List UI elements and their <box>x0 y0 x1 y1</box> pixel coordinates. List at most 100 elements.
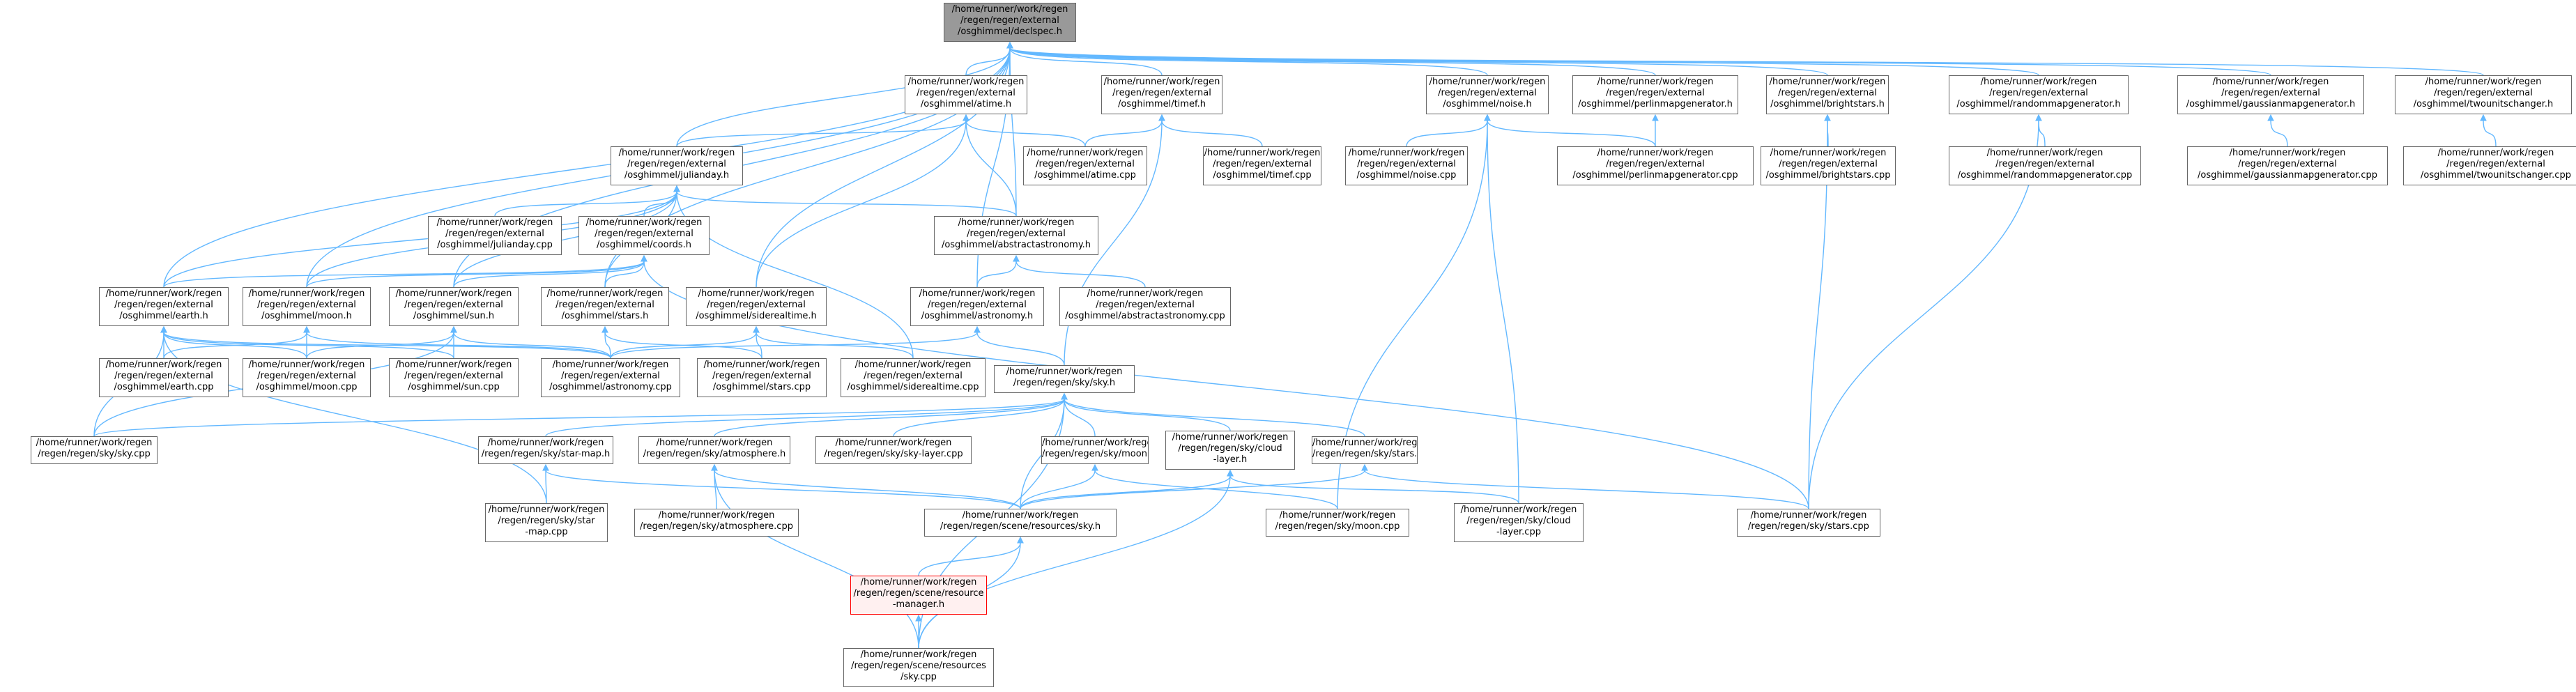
node-resources-sky-cpp[interactable]: /home/runner/work/regen /regen/regen/sce… <box>843 648 994 687</box>
edge-julianday-h-to-declspec <box>676 47 1011 147</box>
node-cloud-cpp[interactable]: /home/runner/work/regen /regen/regen/sky… <box>1454 503 1584 542</box>
node-gaussian-h[interactable]: /home/runner/work/regen /regen/regen/ext… <box>2177 75 2364 114</box>
node-sidereal-cpp[interactable]: /home/runner/work/regen /regen/regen/ext… <box>841 358 986 397</box>
node-skymoon-cpp[interactable]: /home/runner/work/regen /regen/regen/sky… <box>1266 509 1409 537</box>
edge-resmanager-h-to-resources-sky-h <box>918 542 1021 576</box>
node-starmap-cpp[interactable]: /home/runner/work/regen /regen/regen/sky… <box>485 503 608 542</box>
node-cloud-h[interactable]: /home/runner/work/regen /regen/regen/sky… <box>1165 431 1295 470</box>
node-timef-cpp[interactable]: /home/runner/work/regen /regen/regen/ext… <box>1203 146 1321 185</box>
edge-atmosphere-h-to-sky-h <box>714 399 1065 437</box>
node-sun-h[interactable]: /home/runner/work/regen /regen/regen/ext… <box>389 287 519 326</box>
edge-resources-sky-cpp-to-atmosphere-h <box>714 470 919 649</box>
edge-resources-sky-h-to-atmosphere-h <box>714 470 1021 509</box>
edge-arrowhead <box>601 325 608 333</box>
node-brightstars-h[interactable]: /home/runner/work/regen /regen/regen/ext… <box>1766 75 1889 114</box>
node-random-cpp[interactable]: /home/runner/work/regen /regen/regen/ext… <box>1949 146 2141 185</box>
node-resources-sky-h[interactable]: /home/runner/work/regen /regen/regen/sce… <box>924 509 1117 537</box>
edge-astronomy-cpp-to-sidereal-h <box>610 332 757 359</box>
edge-arrowhead <box>1061 392 1068 400</box>
edge-moon-h-to-coords-h <box>306 261 645 288</box>
edge-resources-sky-h-to-starmap-h <box>545 470 1021 509</box>
edge-perlin-cpp-to-noise-h <box>1487 120 1656 147</box>
edge-timef-h-to-declspec <box>1009 47 1163 76</box>
node-atmosphere-cpp[interactable]: /home/runner/work/regen /regen/regen/sky… <box>634 509 799 537</box>
node-twounit-h[interactable]: /home/runner/work/regen /regen/regen/ext… <box>2395 75 2572 114</box>
edge-stars-h-to-coords-h <box>604 261 645 288</box>
node-sun-cpp[interactable]: /home/runner/work/regen /regen/regen/ext… <box>389 358 519 397</box>
edge-resources-sky-h-to-skystars-h <box>1020 470 1365 509</box>
node-noise-cpp[interactable]: /home/runner/work/regen /regen/regen/ext… <box>1345 146 1468 185</box>
edge-arrowhead <box>1652 114 1659 121</box>
node-declspec[interactable]: /home/runner/work/regen /regen/regen/ext… <box>944 3 1076 42</box>
edge-arrowhead <box>963 114 969 121</box>
edge-sun-h-to-coords-h <box>453 261 645 288</box>
node-moon-h[interactable]: /home/runner/work/regen /regen/regen/ext… <box>243 287 371 326</box>
node-twounit-cpp[interactable]: /home/runner/work/regen /regen/regen/ext… <box>2403 146 2576 185</box>
edge-noise-cpp-to-noise-h <box>1406 120 1488 147</box>
edge-arrowhead <box>974 325 981 333</box>
edge-skystars-cpp-to-skystars-h <box>1364 470 1809 509</box>
edge-atime-h-to-declspec <box>965 47 1011 76</box>
edge-sun-h-to-julianday-h <box>453 191 677 288</box>
edge-arrowhead <box>1017 536 1024 544</box>
edge-starmap-h-to-sky-h <box>545 399 1065 437</box>
node-starmap-h[interactable]: /home/runner/work/regen /regen/regen/sky… <box>478 436 613 464</box>
edge-arrowhead <box>1013 254 1020 262</box>
edge-sun-cpp-to-earth-h <box>163 332 454 359</box>
node-julianday-h[interactable]: /home/runner/work/regen /regen/regen/ext… <box>611 146 743 185</box>
edge-gaussian-cpp-to-gaussian-h <box>2270 120 2288 147</box>
edge-cloud-cpp-to-noise-h <box>1487 120 1519 504</box>
node-atime-h[interactable]: /home/runner/work/regen /regen/regen/ext… <box>905 75 1027 114</box>
edge-sidereal-cpp-to-sidereal-h <box>756 332 914 359</box>
node-stars-cpp[interactable]: /home/runner/work/regen /regen/regen/ext… <box>697 358 827 397</box>
edge-resources-sky-h-to-cloud-h <box>1020 475 1231 509</box>
node-sky-cpp[interactable]: /home/runner/work/regen /regen/regen/sky… <box>31 436 158 464</box>
node-earth-cpp[interactable]: /home/runner/work/regen /regen/regen/ext… <box>99 358 229 397</box>
edge-arrowhead <box>2480 114 2487 121</box>
node-sidereal-h[interactable]: /home/runner/work/regen /regen/regen/ext… <box>686 287 827 326</box>
edge-abstractastro-cpp-to-abstractastro-h <box>1015 261 1146 288</box>
node-noise-h[interactable]: /home/runner/work/regen /regen/regen/ext… <box>1426 75 1549 114</box>
edge-arrowhead <box>2035 114 2042 121</box>
node-coords-h[interactable]: /home/runner/work/regen /regen/regen/ext… <box>578 216 710 255</box>
node-skylayer-cpp[interactable]: /home/runner/work/regen /regen/regen/sky… <box>815 436 972 464</box>
node-resmanager-h[interactable]: /home/runner/work/regen /regen/regen/sce… <box>850 576 987 615</box>
node-julianday-cpp[interactable]: /home/runner/work/regen /regen/regen/ext… <box>428 216 562 255</box>
node-abstractastro-cpp[interactable]: /home/runner/work/regen /regen/regen/ext… <box>1059 287 1231 326</box>
edge-arrowhead <box>303 325 310 333</box>
node-brightstars-cpp[interactable]: /home/runner/work/regen /regen/regen/ext… <box>1761 146 1896 185</box>
edge-skystars-h-to-sky-h <box>1064 399 1365 437</box>
node-skystars-cpp[interactable]: /home/runner/work/regen /regen/regen/sky… <box>1737 509 1880 537</box>
edge-astronomy-cpp-to-moon-h <box>306 332 611 359</box>
edge-arrowhead <box>450 325 457 333</box>
node-perlin-cpp[interactable]: /home/runner/work/regen /regen/regen/ext… <box>1557 146 1754 185</box>
node-astronomy-cpp[interactable]: /home/runner/work/regen /regen/regen/ext… <box>541 358 680 397</box>
edge-astronomy-cpp-to-astronomy-h <box>610 332 978 359</box>
node-stars-h[interactable]: /home/runner/work/regen /regen/regen/ext… <box>541 287 669 326</box>
edge-arrowhead <box>915 614 922 622</box>
node-moon-cpp[interactable]: /home/runner/work/regen /regen/regen/ext… <box>243 358 371 397</box>
edge-arrowhead <box>542 463 549 471</box>
node-skystars-h[interactable]: /home/runner/work/regen /regen/regen/sky… <box>1312 436 1418 464</box>
node-random-h[interactable]: /home/runner/work/regen /regen/regen/ext… <box>1949 75 2129 114</box>
edge-twounit-cpp-to-twounit-h <box>2483 120 2497 147</box>
node-earth-h[interactable]: /home/runner/work/regen /regen/regen/ext… <box>99 287 229 326</box>
edge-skystars-cpp-to-brightstars-h <box>1808 120 1828 509</box>
edge-atime-cpp-to-atime-h <box>965 120 1086 147</box>
node-atime-cpp[interactable]: /home/runner/work/regen /regen/regen/ext… <box>1023 146 1147 185</box>
edge-twounit-h-to-declspec <box>1009 47 2484 76</box>
node-sky-h[interactable]: /home/runner/work/regen /regen/regen/sky… <box>994 365 1135 393</box>
edge-noise-h-to-declspec <box>1009 47 1488 76</box>
node-timef-h[interactable]: /home/runner/work/regen /regen/regen/ext… <box>1101 75 1222 114</box>
node-perlin-h[interactable]: /home/runner/work/regen /regen/regen/ext… <box>1572 75 1738 114</box>
node-gaussian-cpp[interactable]: /home/runner/work/regen /regen/regen/ext… <box>2187 146 2388 185</box>
edge-abstractastro-h-to-julianday-h <box>676 191 1017 217</box>
edge-earth-cpp-to-moon-h <box>163 332 307 359</box>
node-skymoon-h[interactable]: /home/runner/work/regen /regen/regen/sky… <box>1041 436 1149 464</box>
node-astronomy-h[interactable]: /home/runner/work/regen /regen/regen/ext… <box>910 287 1044 326</box>
edge-astronomy-cpp-to-stars-h <box>604 332 611 359</box>
edge-abstractastro-h-to-atime-h <box>965 120 1017 217</box>
node-abstractastro-h[interactable]: /home/runner/work/regen /regen/regen/ext… <box>934 216 1098 255</box>
node-atmosphere-h[interactable]: /home/runner/work/regen /regen/regen/sky… <box>638 436 790 464</box>
